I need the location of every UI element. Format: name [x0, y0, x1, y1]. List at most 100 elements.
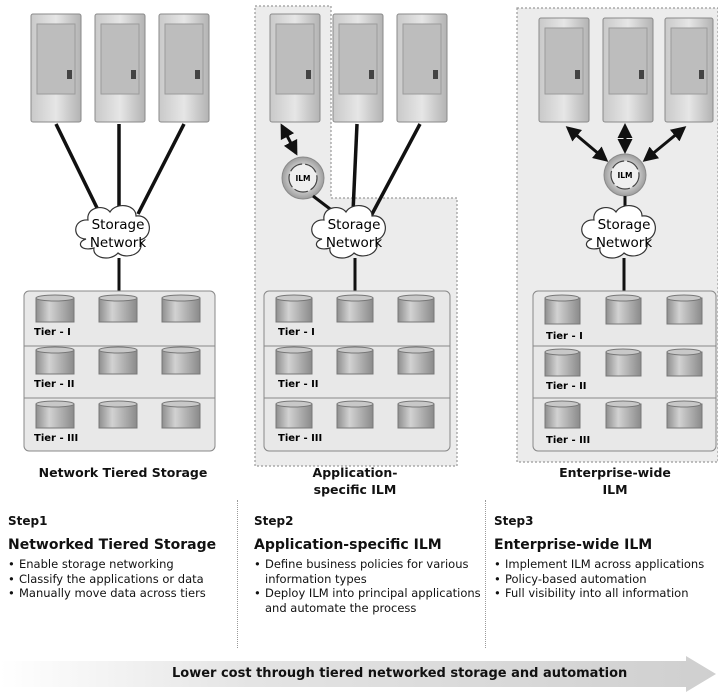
- ilm-link-arrow: [565, 126, 609, 162]
- server-link: [351, 123, 359, 213]
- arrow-shape: [0, 656, 716, 692]
- server-icon: [332, 13, 384, 123]
- ilm-label: ILM: [295, 174, 310, 183]
- step-divider: [485, 500, 486, 648]
- disk-icon: [666, 348, 703, 377]
- ilm-label: ILM: [617, 171, 632, 180]
- disk-icon: [98, 294, 138, 323]
- disk-icon: [98, 346, 138, 375]
- tier-label: Tier - III: [546, 435, 590, 446]
- step-1: Step1 Networked Tiered Storage Enable st…: [8, 514, 238, 601]
- step-bullet: Enable storage networking: [8, 557, 238, 572]
- step-number: Step2: [254, 514, 294, 528]
- storage-network-cloud: Storage Network: [75, 205, 150, 259]
- step-3: Step3 Enterprise-wide ILM Implement ILM …: [494, 514, 712, 601]
- ilm-node: ILM: [281, 156, 325, 200]
- step-divider: [237, 500, 238, 648]
- ilm-link-arrow: [280, 123, 298, 156]
- step-bullets: Implement ILM across applications Policy…: [494, 557, 712, 601]
- tier-label: Tier - I: [34, 327, 71, 338]
- step-bullet: Full visibility into all information: [494, 586, 712, 601]
- storage-tiers: Tier - I Tier - II Tier - III: [23, 290, 216, 452]
- tier-label: Tier - I: [278, 327, 315, 338]
- disk-icon: [275, 346, 313, 375]
- server-link: [369, 123, 422, 217]
- step-bullet: Classify the applications or data: [8, 572, 238, 587]
- disk-icon: [605, 348, 642, 377]
- column-title: Network Tiered Storage: [38, 465, 208, 480]
- ilm-link-arrow: [642, 126, 687, 162]
- tier-label: Tier - III: [278, 433, 322, 444]
- step-title: Networked Tiered Storage: [8, 537, 217, 553]
- disk-icon: [397, 294, 435, 323]
- disk-icon: [336, 346, 374, 375]
- server-link: [54, 123, 102, 215]
- server-icon: [269, 13, 321, 123]
- storage-tiers: Tier - I Tier - II Tier - III: [263, 290, 451, 452]
- server-icon: [664, 17, 714, 123]
- step-bullet: Define business policies for various inf…: [254, 557, 482, 586]
- column-title: Application-specific ILM: [312, 465, 398, 497]
- storage-network-label: Network: [90, 235, 147, 251]
- storage-network-label: Storage: [92, 217, 145, 233]
- server-icon: [30, 13, 82, 123]
- storage-network-label: Network: [326, 235, 383, 251]
- disk-icon: [275, 400, 313, 429]
- column-enterprise-wide-ilm: ILM Storage Network Tier - I Tier - II T…: [532, 17, 717, 452]
- column-title: Enterprise-wide ILM: [559, 465, 671, 497]
- server-icon: [396, 13, 448, 123]
- disk-icon: [161, 346, 201, 375]
- disk-icon: [161, 400, 201, 429]
- tier-label: Tier - II: [546, 381, 587, 392]
- step-bullets: Enable storage networking Classify the a…: [8, 557, 238, 601]
- disk-icon: [544, 294, 581, 325]
- disk-icon: [397, 346, 435, 375]
- step-number: Step1: [8, 514, 48, 528]
- tier-label: Tier - I: [546, 331, 583, 342]
- disk-icon: [605, 294, 642, 325]
- disk-icon: [397, 400, 435, 429]
- server-icon: [538, 17, 590, 123]
- step-2: Step2 Application-specific ILM Define bu…: [254, 514, 482, 615]
- step-bullet: Implement ILM across applications: [494, 557, 712, 572]
- tier-label: Tier - II: [34, 379, 75, 390]
- disk-icon: [35, 346, 75, 375]
- disk-icon: [605, 400, 642, 429]
- column-network-tiered-storage: Storage Network Tier - I Tier - II Tier …: [23, 13, 216, 452]
- server-icon: [94, 13, 146, 123]
- disk-icon: [98, 400, 138, 429]
- step-bullet: Manually move data across tiers: [8, 586, 238, 601]
- column-application-specific-ilm: ILM Storage Network Tier - I Tier - II T…: [263, 13, 451, 452]
- server-link: [136, 123, 186, 215]
- disk-icon: [666, 400, 703, 429]
- tier-label: Tier - II: [278, 379, 319, 390]
- server-icon: [158, 13, 210, 123]
- step-title: Enterprise-wide ILM: [494, 537, 653, 553]
- disk-icon: [336, 294, 374, 323]
- disk-icon: [544, 348, 581, 377]
- disk-icon: [161, 294, 201, 323]
- server-icon: [602, 17, 654, 123]
- disk-icon: [336, 400, 374, 429]
- disk-icon: [35, 400, 75, 429]
- ilm-diagram: Storage Network Tier - I Tier - II Tier …: [23, 5, 718, 467]
- disk-icon: [544, 400, 581, 429]
- storage-network-label: Storage: [328, 217, 381, 233]
- arrow-label: Lower cost through tiered networked stor…: [172, 666, 628, 681]
- storage-network-label: Storage: [598, 217, 651, 233]
- storage-network-cloud: Storage Network: [581, 205, 656, 259]
- disk-icon: [275, 294, 313, 323]
- ilm-node: ILM: [603, 153, 647, 197]
- step-title: Application-specific ILM: [254, 537, 442, 553]
- progress-arrow: [0, 656, 716, 692]
- step-number: Step3: [494, 514, 534, 528]
- storage-network-cloud: Storage Network: [311, 205, 386, 259]
- storage-tiers: Tier - I Tier - II Tier - III: [532, 290, 717, 452]
- disk-icon: [35, 294, 75, 323]
- tier-label: Tier - III: [34, 433, 78, 444]
- storage-network-label: Network: [596, 235, 653, 251]
- step-bullets: Define business policies for various inf…: [254, 557, 482, 615]
- disk-icon: [666, 294, 703, 325]
- step-bullet: Deploy ILM into principal applications a…: [254, 586, 482, 615]
- step-bullet: Policy-based automation: [494, 572, 712, 587]
